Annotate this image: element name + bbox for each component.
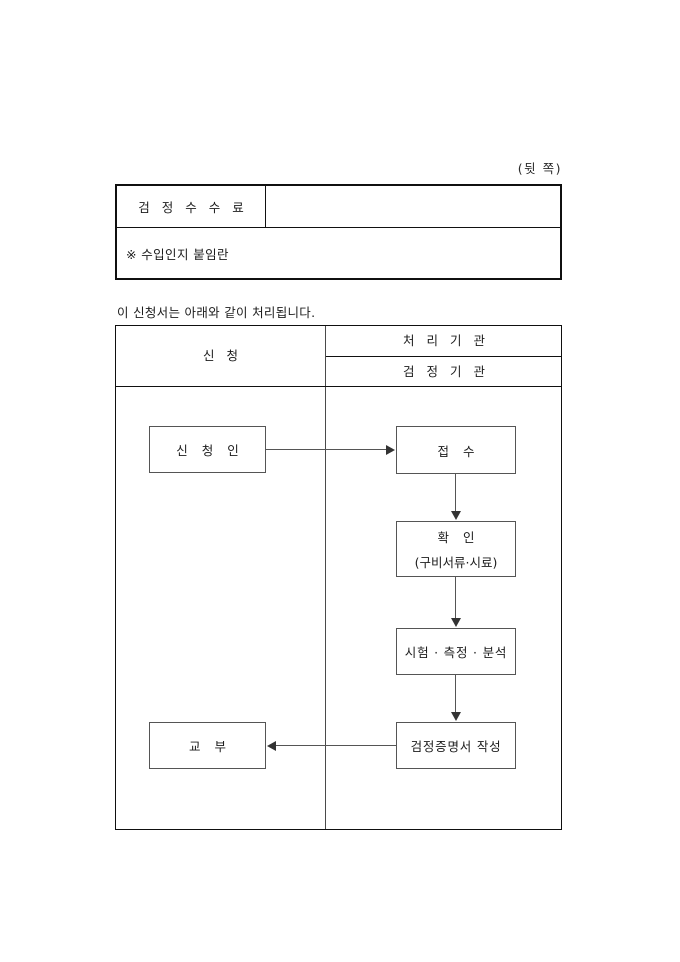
arrowhead-left-icon — [267, 741, 276, 751]
arrowhead-down-icon — [451, 712, 461, 721]
column-header-application: 신 청 — [203, 348, 242, 363]
connector-certificate-to-issuance — [276, 745, 397, 747]
page-side-marker: (뒷 쪽) — [517, 161, 562, 176]
flow-node-analysis: 시험 · 측정 · 분석 — [396, 628, 516, 675]
table-row: ※ 수입인지 붙임란 — [116, 227, 561, 279]
process-flow-table: 신 청 처 리 기 관 검 정 기 관 신 청 인 접 수 확 인 (구비서류·… — [115, 325, 562, 830]
column-divider — [325, 326, 326, 829]
connector-receipt-to-confirmation — [455, 474, 457, 512]
connector-applicant-to-receipt — [266, 449, 387, 451]
fee-label-cell: 검 정 수 수 료 — [116, 185, 266, 228]
arrowhead-right-icon — [386, 445, 395, 455]
flow-node-certificate-label: 검정증명서 작성 — [410, 739, 502, 754]
arrowhead-down-icon — [451, 511, 461, 520]
column-header-processing-agency: 처 리 기 관 — [403, 333, 489, 348]
subheader-rule — [326, 356, 562, 357]
flow-node-issuance-label: 교 부 — [189, 739, 231, 754]
flow-node-receipt: 접 수 — [396, 426, 516, 474]
header-rule — [116, 386, 561, 387]
flow-node-confirmation-sublabel: (구비서류·시료) — [414, 555, 498, 570]
fee-value-cell[interactable] — [265, 185, 561, 228]
arrowhead-down-icon — [451, 618, 461, 627]
revenue-stamp-note-cell: ※ 수입인지 붙임란 — [116, 227, 561, 279]
flow-node-confirmation-label: 확 인 — [437, 530, 480, 545]
table-row: 검 정 수 수 료 — [116, 185, 561, 228]
flow-node-certificate: 검정증명서 작성 — [396, 722, 516, 769]
connector-confirmation-to-analysis — [455, 577, 457, 619]
flow-node-receipt-label: 접 수 — [437, 443, 480, 459]
flow-node-applicant-label: 신 청 인 — [176, 443, 244, 458]
flow-node-applicant: 신 청 인 — [149, 426, 266, 473]
connector-analysis-to-certificate — [455, 675, 457, 713]
flow-node-issuance: 교 부 — [149, 722, 266, 769]
flow-caption: 이 신청서는 아래와 같이 처리됩니다. — [117, 305, 316, 320]
inspection-fee-table: 검 정 수 수 료 ※ 수입인지 붙임란 — [115, 184, 562, 280]
flow-node-analysis-label: 시험 · 측정 · 분석 — [404, 645, 508, 660]
flow-node-confirmation: 확 인 (구비서류·시료) — [396, 521, 516, 577]
column-header-inspection-agency: 검 정 기 관 — [403, 364, 489, 379]
